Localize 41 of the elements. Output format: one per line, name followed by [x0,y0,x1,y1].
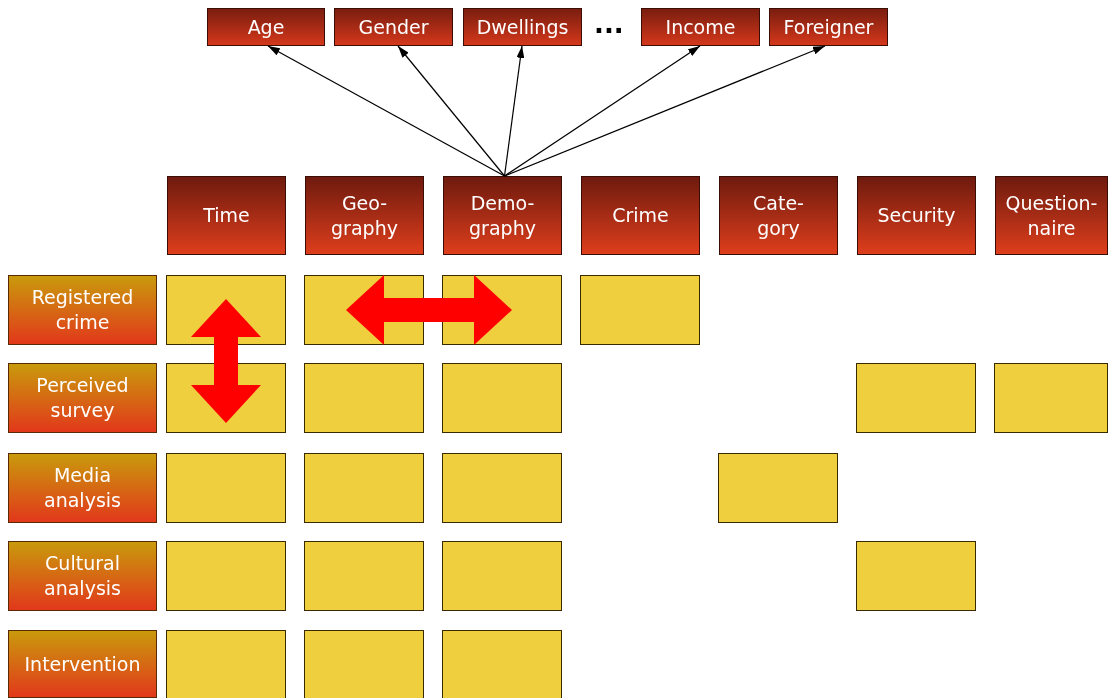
ellipsis-text: ... [594,9,624,39]
grid-cell [166,541,286,611]
arrow [503,45,525,177]
row-header: Registered crime [8,275,157,345]
grid-cell [718,453,838,523]
grid-cell [442,363,562,433]
arrow [397,45,506,177]
column-header: Crime [581,176,700,255]
grid-cell [166,630,286,698]
row-header: Perceived survey [8,363,157,433]
grid-cell [304,363,424,433]
row-header: Cultural analysis [8,541,157,611]
grid-cell [442,541,562,611]
attribute-box: Income [641,8,760,46]
column-header: Security [857,176,976,255]
column-header: Geo- graphy [305,176,424,255]
grid-cell [304,541,424,611]
arrow [267,45,506,177]
row-header: Intervention [8,630,157,698]
grid-cell [856,363,976,433]
grid-cell [994,363,1108,433]
column-header: Time [167,176,286,255]
grid-cell [580,275,700,345]
attribute-box: Foreigner [769,8,888,46]
column-header: Demo- graphy [443,176,562,255]
row-header: Media analysis [8,453,157,523]
grid-cell [166,453,286,523]
double-arrow [191,299,261,423]
arrow [503,45,701,177]
attribute-box: Gender [334,8,453,46]
grid-cell [304,630,424,698]
double-arrow [346,275,512,345]
grid-cell [442,630,562,698]
grid-cell [856,541,976,611]
attribute-box: Age [207,8,325,46]
attribute-box: Dwellings [463,8,582,46]
column-header: Question- naire [995,176,1108,255]
arrow [503,45,826,177]
column-header: Cate- gory [719,176,838,255]
grid-cell [442,453,562,523]
grid-cell [304,453,424,523]
